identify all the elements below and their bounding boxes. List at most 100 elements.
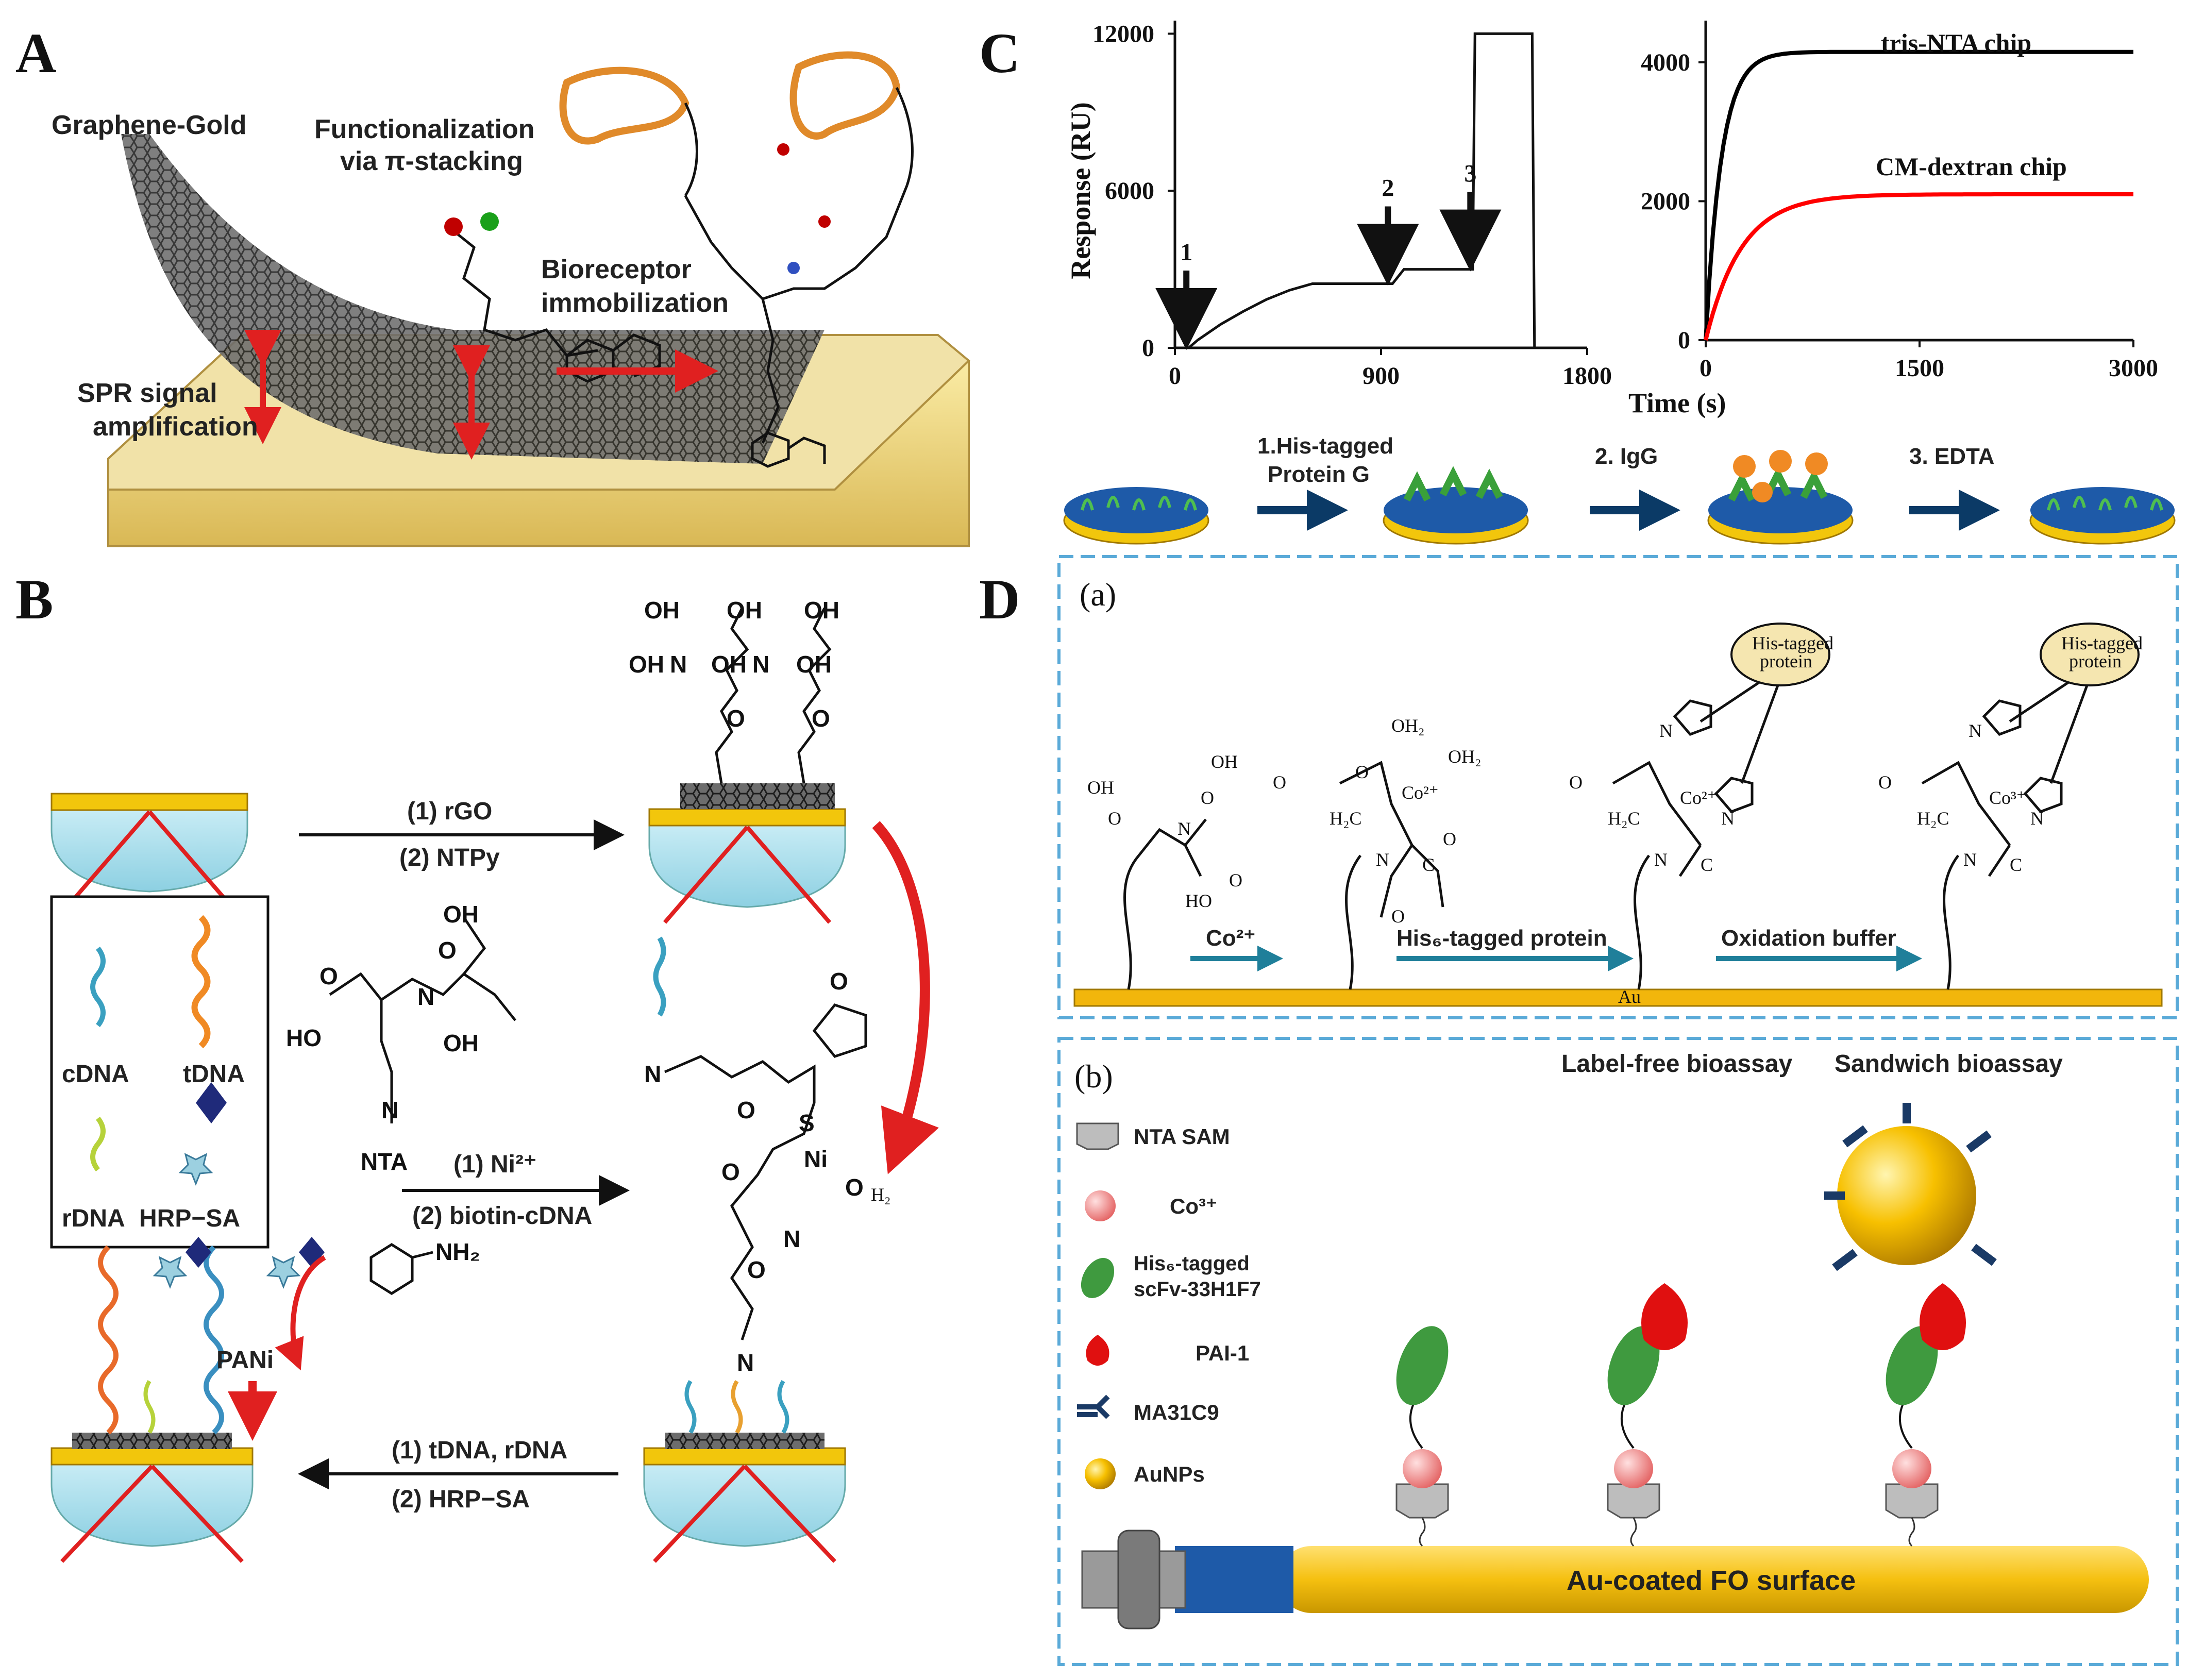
flow-label-1b: Protein G <box>1268 462 1370 487</box>
biotin-ni-structure: O N O S Ni O O H₂ N O N <box>644 936 891 1376</box>
chem-co3-h2: Co³⁺ <box>1989 787 2026 808</box>
chem-n-h2c: N <box>2030 808 2044 829</box>
chem-o-h2-1: O <box>1878 772 1892 793</box>
chem-n1: N <box>670 651 687 678</box>
legend-nta-sam: NTA SAM <box>1134 1124 1230 1149</box>
chem-o-h1-1: O <box>1569 772 1583 793</box>
fiber-optic: Au-coated FO surface <box>1081 1530 2149 1629</box>
chart2-series-tris-nta <box>1704 49 2133 341</box>
stack-3 <box>1824 1103 1997 1547</box>
his-protein-1-line1: His-tagged <box>1752 633 1833 653</box>
chart2-y-tick-label: 0 <box>1678 327 1690 354</box>
chem-c-co2-1: C <box>1422 854 1435 875</box>
nta-structure: HO O O OH N OH N NTA <box>286 901 516 1175</box>
panel-d-b-box <box>1057 1037 2179 1666</box>
chem-co2-h1: Co²⁺ <box>1680 787 1717 808</box>
chem-n-ni2: N <box>737 1349 754 1376</box>
chem-o-nta1: O <box>319 963 338 989</box>
legend-cdna: cDNA <box>62 1061 129 1088</box>
d-step-2: His₆-tagged protein <box>1397 926 1607 951</box>
pani-label: PANi <box>216 1347 274 1374</box>
spr-line1: SPR signal <box>77 378 217 408</box>
chem-o-nta2: O <box>438 937 457 964</box>
d-step-1: Co²⁺ <box>1206 926 1256 951</box>
chip-1 <box>1063 487 1209 545</box>
prism-dish-1 <box>51 793 248 909</box>
chart1-y-tick-label: 12000 <box>1092 20 1154 47</box>
chart1-y-tick-label: 0 <box>1142 334 1154 362</box>
his-protein-2-line2: protein <box>2069 651 2122 671</box>
chip-2 <box>1383 466 1529 545</box>
chart1-x-tick-label: 0 <box>1169 362 1181 390</box>
chem-n2: N <box>752 651 769 678</box>
chart1-series-line <box>1175 32 1587 349</box>
graphene-sheet <box>121 134 825 464</box>
au-surface-bar <box>1073 988 2163 1007</box>
panel-b-letter: B <box>15 568 53 631</box>
chem-ho-d1: HO <box>1185 891 1212 911</box>
legend-tdna: tDNA <box>183 1061 245 1088</box>
panel-d: D (a) Au OH O N OH O HO O O O OH₂ OH₂ H₂… <box>979 555 2179 1666</box>
au-label: Au <box>1618 986 1641 1007</box>
chart2-y-tick-label: 4000 <box>1641 49 1690 76</box>
d-step-3: Oxidation buffer <box>1721 926 1896 951</box>
step2-line2: (2) biotin-cDNA <box>412 1202 592 1230</box>
his-complex-1: His-tagged protein O H₂C Co²⁺ N C N N <box>1569 623 1833 990</box>
chem-n-nta: N <box>417 983 434 1010</box>
chem-o-ni2: O <box>845 1174 864 1201</box>
aniline-nh2: NH₂ <box>435 1238 480 1265</box>
chem-n-d1: N <box>1177 818 1191 839</box>
chem-oh-d1: OH <box>1087 777 1114 798</box>
chem-oh2-2: OH₂ <box>1448 746 1482 767</box>
prism-dish-3: PANi <box>51 1237 326 1563</box>
his-complex-2: His-tagged protein O H₂C Co³⁺ N C N N <box>1878 623 2143 990</box>
chem-oh6: OH <box>796 651 832 678</box>
panel-a-letter: A <box>15 22 56 85</box>
step3-line1: (1) tDNA, rDNA <box>392 1437 567 1464</box>
panel-d-letter: D <box>979 568 1020 631</box>
chip-flow-diagram: 1.His-tagged Protein G 2. IgG 3. EDTA <box>1063 433 2176 545</box>
legend-co3: Co³⁺ <box>1170 1194 1217 1218</box>
chem-h2c-h2: H₂C <box>1917 808 1949 829</box>
chem-o-d1: O <box>1108 808 1121 829</box>
chem-c-h1: C <box>1701 854 1713 875</box>
chem-o-co2-1: O <box>1273 772 1286 793</box>
chem-h2c-h1: H₂C <box>1608 808 1640 829</box>
chem-oh3: OH <box>644 597 680 624</box>
legend-rdna: rDNA <box>62 1205 125 1232</box>
step2-line1: (1) Ni²⁺ <box>453 1151 536 1178</box>
red-curved-arrow <box>872 821 939 1174</box>
chem-o1: O <box>727 705 745 732</box>
chem-n-h1: N <box>1654 849 1668 870</box>
chem-c-h2: C <box>2010 854 2022 875</box>
chem-o-biotin2: O <box>737 1097 755 1123</box>
stack-1 <box>1395 1326 1449 1547</box>
legend-hrp-sa: HRP−SA <box>139 1205 240 1232</box>
chart1-x-tick-label: 900 <box>1362 362 1400 390</box>
chem-n-nta2: N <box>381 1097 398 1123</box>
chem-o-ni: O <box>721 1158 740 1185</box>
chart1-annotation-label: 1 <box>1180 239 1192 266</box>
chem-o-ni3: O <box>747 1256 766 1283</box>
chem-oh2: OH <box>711 651 747 678</box>
spr-line2: amplification <box>93 412 258 442</box>
chem-n-ni: N <box>783 1225 800 1252</box>
prism-dish-2 <box>648 783 846 924</box>
chem-oh2-1: OH₂ <box>1391 715 1425 736</box>
flow-label-1a: 1.His-tagged <box>1257 433 1393 459</box>
nta-pyrene-structure: N N OH OH OH OH OH OH O O <box>629 597 839 784</box>
chart1-x-tick-label: 1800 <box>1562 362 1612 390</box>
gold-nanoparticle <box>1837 1126 1976 1265</box>
chem-o2: O <box>812 705 830 732</box>
chem-o-d3: O <box>1229 870 1242 891</box>
chem-ho-nta: HO <box>286 1024 322 1051</box>
bioreceptor-molecule <box>559 51 914 468</box>
step3-line2: (2) HRP−SA <box>392 1486 530 1513</box>
chem-co2-1: Co²⁺ <box>1402 782 1439 803</box>
sub-a-label: (a) <box>1080 576 1116 613</box>
chem-ni: Ni <box>804 1146 828 1172</box>
